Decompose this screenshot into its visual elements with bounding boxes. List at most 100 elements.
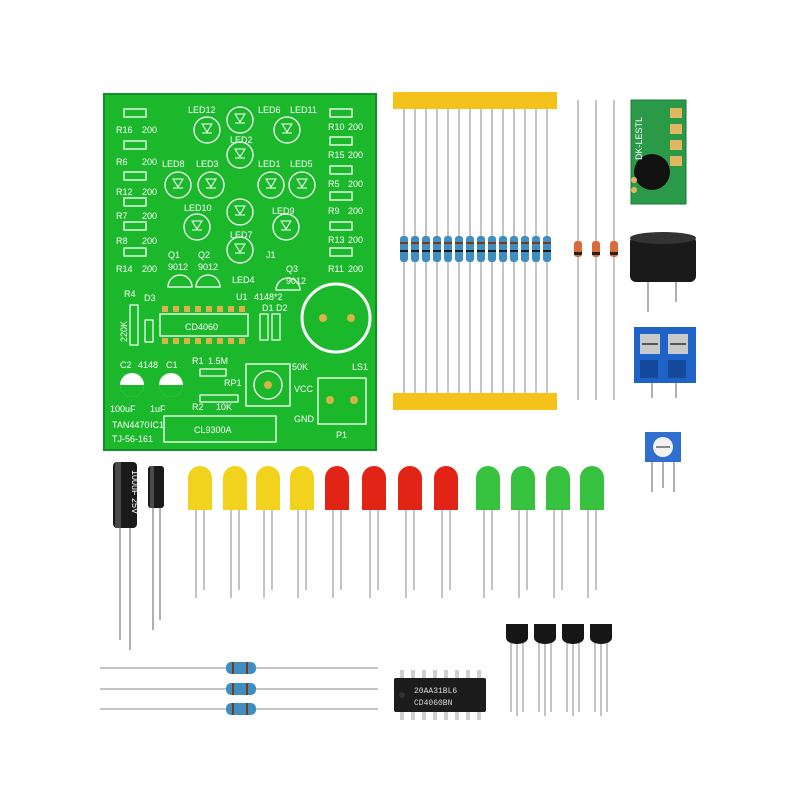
- pcb-label-4148: 4148: [138, 360, 158, 370]
- pcb-value-r9: 200: [348, 206, 363, 216]
- pcb-label-r12: R12: [116, 187, 133, 197]
- pcb-label-r10: R10: [328, 122, 345, 132]
- electrolytic-capacitor-small: [148, 466, 164, 630]
- pcb-part-q3: 9012: [286, 276, 306, 286]
- pcb-vcc-label: VCC: [294, 384, 314, 394]
- pcb-led-diode-symbols: [172, 113, 308, 254]
- pcb-label-r4: R4: [124, 289, 136, 299]
- pcb-label-led8: LED8: [162, 159, 185, 169]
- pcb-r4-footprint: [129, 304, 139, 346]
- pcb-buzzer-pad-1: [319, 314, 327, 322]
- pcb-value-r6: 200: [142, 157, 157, 167]
- pcb-label-d3: D3: [144, 293, 156, 303]
- pcb-cl-label: CL9300A: [194, 425, 232, 435]
- screw-terminal-block: [634, 327, 696, 398]
- pcb-label-r8: R8: [116, 236, 128, 246]
- pcb-label-led5: LED5: [290, 159, 313, 169]
- pcb-label-q2: Q2: [198, 250, 210, 260]
- pcb-label-r6: R6: [116, 157, 128, 167]
- pcb-r1-value: 1.5M: [208, 356, 228, 366]
- pcb-p1-pad-1: [326, 396, 334, 404]
- pcb-label-r16: R16: [116, 125, 133, 135]
- pcb-diode-note: 4148*2: [254, 292, 283, 302]
- pcb-label-r11: R11: [328, 264, 344, 274]
- pcb-cl-footprint: [163, 415, 277, 443]
- pcb-c1-polarity: [159, 385, 183, 397]
- pcb-value-r8: 200: [142, 236, 157, 246]
- pcb-r2-value: 10K: [216, 402, 232, 412]
- pcb-label-r9: R9: [328, 206, 340, 216]
- pcb-label-r1: R1: [192, 356, 204, 366]
- pcb-p1-pad-2: [350, 396, 358, 404]
- pcb-label-r2: R2: [192, 402, 204, 412]
- ic-chip-text-line-2: CD4060BN: [414, 699, 453, 708]
- pcb-buzzer-pad-2: [347, 314, 355, 322]
- pcb-c2-polarity: [120, 385, 144, 397]
- pcb-tan-label: TAN4470: [112, 420, 149, 430]
- pcb-cap-100uf: 100uF: [110, 404, 136, 414]
- pcb-pot-pad: [264, 381, 272, 389]
- pcb-part-q2: 9012: [198, 262, 218, 272]
- pcb-label-r14: R14: [116, 264, 133, 274]
- pcb-label-led9: LED9: [272, 206, 295, 216]
- pcb-value-r5: 200: [348, 179, 363, 189]
- pcb-ic-pins: [162, 306, 245, 344]
- pcb-label-r5: R5: [328, 179, 340, 189]
- pcb-label-j1: J1: [266, 250, 276, 260]
- pcb-buzzer-ring: [300, 282, 372, 354]
- pcb-label-rp1: RP1: [224, 378, 242, 388]
- diodes-1n4148: [574, 100, 618, 400]
- pcb-p1-label: P1: [336, 430, 347, 440]
- pcb-pot-circle: [253, 370, 283, 400]
- pcb-label-led11: LED11: [290, 105, 317, 115]
- tape-top: [393, 92, 557, 109]
- pcb-resistor-footprints-left: [123, 108, 147, 257]
- pcb-label-led3: LED3: [196, 159, 219, 169]
- pcb-r4-value: 220K: [119, 321, 129, 342]
- tape-bottom: [393, 393, 557, 410]
- pcb-board: R16 200 R6 200 R12 200 R7 200 R8 200 R14…: [103, 93, 377, 451]
- pcb-label-led4: LED4: [232, 275, 255, 285]
- pcb-ic-label: CD4060: [185, 322, 218, 332]
- mic-module-label: DK-LESTL: [634, 117, 644, 160]
- pcb-label-led2: LED2: [230, 135, 253, 145]
- pcb-cap-1uf: 1uF: [150, 404, 166, 414]
- buzzer: [630, 232, 696, 312]
- capacitor-100uf-label: 100uF 25V: [130, 470, 140, 514]
- pcb-label-led1: LED1: [258, 159, 281, 169]
- pcb-diode-d1: [259, 313, 269, 341]
- pcb-value-r16: 200: [142, 125, 157, 135]
- taped-resistor-strip: [393, 92, 557, 410]
- pcb-value-r7: 200: [142, 211, 157, 221]
- pcb-label-c2: C2: [120, 360, 132, 370]
- pcb-ls1-label: LS1: [352, 362, 368, 372]
- pcb-r2-footprint: [199, 394, 239, 403]
- pcb-value-r15: 200: [348, 150, 363, 160]
- pcb-gnd-label: GND: [294, 414, 315, 424]
- pcb-led-footprints: [164, 106, 316, 264]
- pcb-label-u1: U1: [236, 292, 248, 302]
- pcb-pot-footprint: [245, 363, 291, 407]
- pcb-diode-d2: [271, 313, 281, 341]
- pcb-label-led12: LED12: [188, 105, 216, 115]
- pcb-transistor-footprints: [167, 274, 301, 291]
- pcb-value-r13: 200: [348, 235, 363, 245]
- pcb-label-led6: LED6: [258, 105, 281, 115]
- pcb-label-r13: R13: [328, 235, 345, 245]
- pcb-label-r15: R15: [328, 150, 345, 160]
- pcb-label-d1d2: D1 D2: [262, 303, 288, 313]
- ic-chip-text-line-1: 20AA31BL6: [414, 687, 457, 696]
- pcb-part-q1: 9012: [168, 262, 188, 272]
- pcb-label-led7: LED7: [230, 230, 253, 240]
- pcb-label-q1: Q1: [168, 250, 180, 260]
- pcb-ic1-label: IC1: [150, 420, 164, 430]
- microphone-module: DK-LESTL: [630, 99, 687, 205]
- leds: [188, 466, 604, 598]
- loose-resistors: [100, 662, 378, 715]
- pcb-d3-footprint: [144, 319, 154, 343]
- pcb-model-label: TJ-56-161: [112, 434, 153, 444]
- pcb-label-c1: C1: [166, 360, 178, 370]
- pcb-resistor-footprints-right: [329, 108, 353, 257]
- pcb-ic-footprint: [159, 313, 249, 337]
